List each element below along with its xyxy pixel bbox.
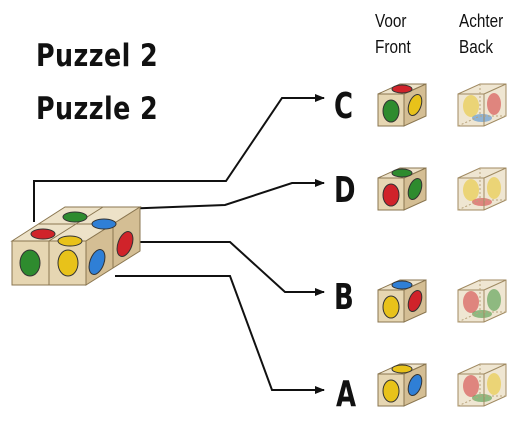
arrow-to-c: [33, 94, 325, 222]
arrow-to-b: [125, 241, 325, 296]
back-header-english: Back: [459, 37, 494, 57]
option-letter-a: A: [336, 374, 357, 415]
front-header-english: Front: [375, 37, 411, 57]
front-cube-c: [377, 83, 427, 127]
back-column-header: Achter Back: [459, 8, 503, 60]
back-cube-d: [457, 167, 507, 211]
back-cube-b: [457, 279, 507, 323]
front-header-dutch: Voor: [375, 11, 407, 31]
puzzle-title-english: Puzzle 2: [36, 91, 159, 127]
front-cube-a: [377, 363, 427, 407]
option-letter-b: B: [334, 277, 354, 318]
arrow-to-d: [119, 179, 325, 210]
arrow-to-a: [115, 275, 325, 394]
back-header-dutch: Achter: [459, 11, 504, 31]
back-cube-c: [457, 83, 507, 127]
option-letter-d: D: [334, 170, 356, 211]
puzzle-block-dots: [19, 211, 134, 277]
front-cube-d: [377, 167, 427, 211]
front-cube-b: [377, 279, 427, 323]
option-letter-c: C: [334, 86, 354, 127]
back-cube-a: [457, 363, 507, 407]
front-column-header: Voor Front: [375, 8, 411, 60]
puzzle-title-dutch: Puzzel 2: [36, 38, 159, 74]
